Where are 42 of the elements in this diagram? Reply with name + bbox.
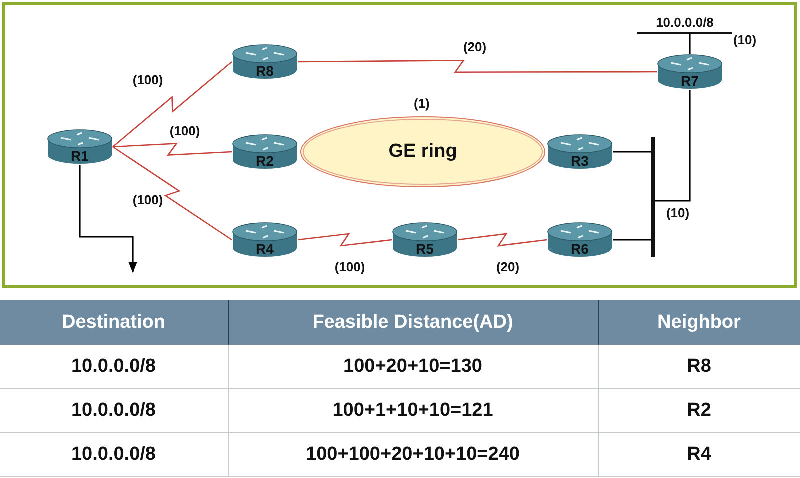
table-cell: 10.0.0.0/8 [0, 345, 228, 388]
ring-label: GE ring [388, 141, 458, 163]
table-cell: 100+100+20+10+10=240 [228, 432, 598, 476]
edge-label: (100) [132, 72, 164, 88]
table-cell: R2 [598, 388, 800, 432]
link-line [613, 151, 651, 153]
link-line [298, 233, 392, 247]
edge-label: (100) [334, 260, 366, 274]
link-line [655, 90, 691, 202]
table-cell: 10.0.0.0/8 [0, 432, 228, 476]
column-header: Destination [0, 300, 228, 345]
link-line [613, 239, 651, 241]
router-label: R2 [256, 154, 274, 169]
link-line [298, 60, 657, 74]
table-cell: 10.0.0.0/8 [0, 388, 228, 432]
link-line [689, 32, 691, 54]
table-cell: 100+1+10+10=121 [228, 388, 598, 432]
network-bus: 10.0.0.0/8 [637, 12, 733, 34]
router-label: R6 [571, 242, 589, 257]
edge-label: (10) [732, 32, 758, 48]
column-header: Neighbor [598, 300, 800, 345]
router-label: R5 [416, 242, 434, 257]
bus-bar [651, 137, 655, 257]
edge-label: (100) [168, 124, 202, 138]
link-line [112, 142, 232, 156]
edge-label: (10) [665, 206, 691, 220]
arrow [79, 165, 138, 274]
column-header: Feasible Distance(AD) [228, 300, 598, 345]
cost-label: (1) [414, 96, 430, 111]
link-line [112, 146, 232, 241]
router-label: R7 [681, 74, 699, 89]
edge-label: (100) [132, 192, 164, 208]
edge-label: (20) [462, 40, 488, 54]
router-label: R4 [256, 242, 274, 257]
link-line [458, 233, 548, 247]
router-label: R1 [71, 149, 89, 164]
table-cell: R4 [598, 432, 800, 476]
table-cell: R8 [598, 345, 800, 388]
router-label: R8 [256, 64, 274, 79]
router-label: R3 [571, 154, 589, 169]
edge-label: (20) [495, 260, 521, 274]
table-cell: 100+20+10=130 [228, 345, 598, 388]
